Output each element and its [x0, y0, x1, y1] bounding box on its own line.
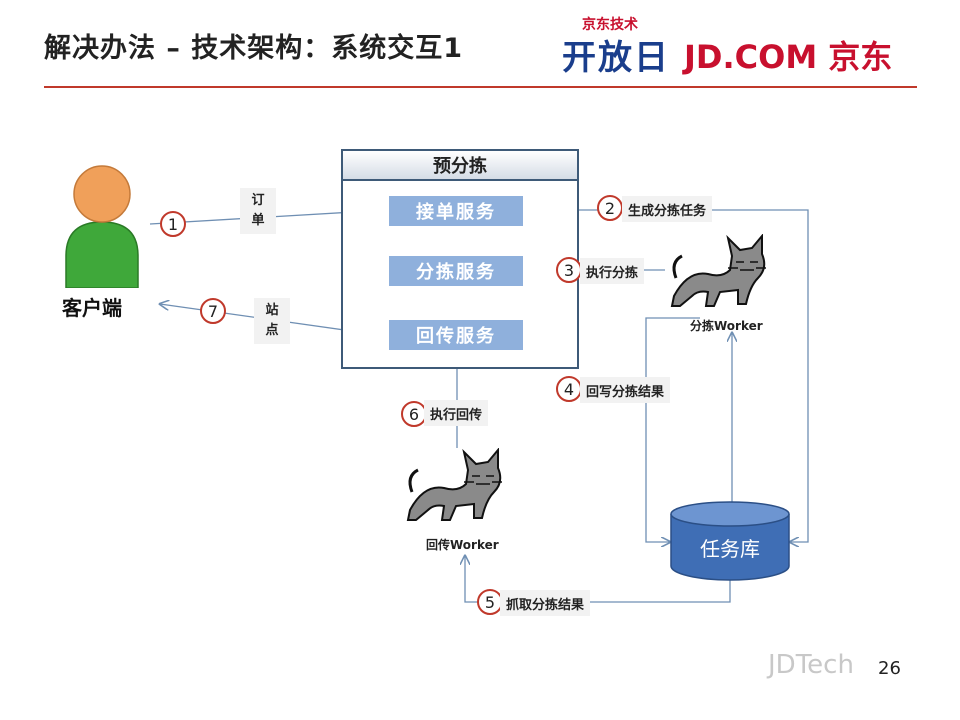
- return-service-box: 回传服务: [389, 320, 523, 350]
- slide-title: 解决办法 – 技术架构：系统交互1: [44, 33, 464, 64]
- arrow-step-4: [645, 317, 700, 542]
- sorting-service-box: 分拣服务: [389, 256, 523, 286]
- brand-open-day-logo: 开放日: [562, 38, 670, 78]
- step-label-generate-task: 生成分拣任务: [622, 196, 713, 222]
- presort-panel-title: 预分拣: [341, 149, 579, 181]
- tomcat-icon: [670, 234, 766, 307]
- step-label-write-back: 回写分拣结果: [580, 377, 671, 403]
- step-number-2: 2: [597, 195, 623, 221]
- sorting-worker-label: 分拣Worker: [690, 319, 763, 333]
- arrow-step-5: [465, 556, 731, 603]
- step-number-3: 3: [556, 257, 582, 283]
- order-service-box: 接单服务: [389, 196, 523, 226]
- step-label-execute-return: 执行回传: [424, 400, 489, 426]
- step-number-6: 6: [401, 401, 427, 427]
- header-divider: [44, 86, 917, 88]
- database-icon: [670, 501, 790, 581]
- watermark: JDTech: [768, 650, 854, 680]
- tomcat-icon: [406, 448, 502, 521]
- brand-jd-logo: JD.COM 京东: [684, 38, 893, 76]
- step-number-1: 1: [160, 211, 186, 237]
- step-number-4: 4: [556, 376, 582, 402]
- step-label-execute-sort: 执行分拣: [580, 258, 645, 284]
- step-label-fetch-result: 抓取分拣结果: [500, 590, 591, 616]
- person-icon: [65, 165, 139, 288]
- client-label: 客户端: [62, 296, 122, 320]
- return-worker-label: 回传Worker: [426, 538, 499, 552]
- step-label-station: 站 点: [254, 298, 290, 344]
- step-label-order: 订 单: [240, 188, 276, 234]
- step-number-7: 7: [200, 298, 226, 324]
- task-db-label: 任务库: [700, 537, 760, 561]
- page-number: 26: [878, 658, 901, 679]
- brand-jd-tech-label: 京东技术: [582, 17, 638, 33]
